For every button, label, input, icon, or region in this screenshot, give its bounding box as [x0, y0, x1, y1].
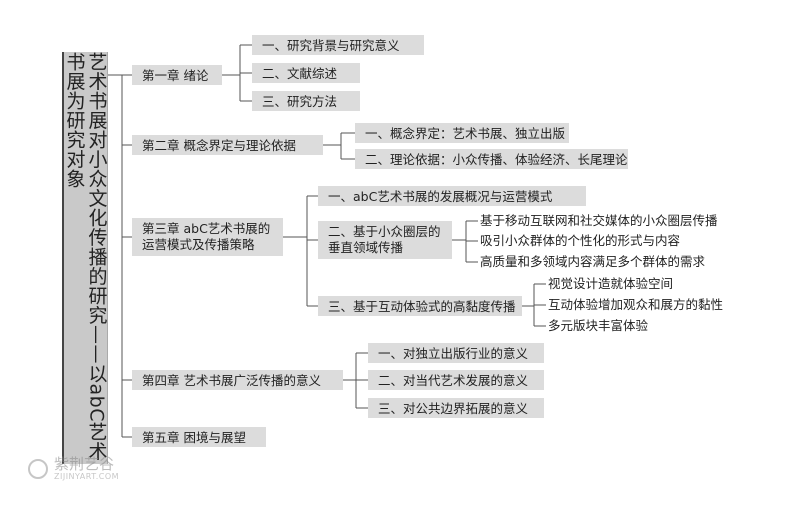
chapter-3-section-3-item-3: 多元版块丰富体验 [548, 318, 649, 333]
chapter-4-section-2: 二、对当代艺术发展的意义 [368, 370, 544, 390]
chapter-1-section-2: 二、文献综述 [252, 63, 360, 83]
chapter-3-section-1: 一、abC艺术书展的发展概况与运营模式 [318, 186, 586, 206]
chapter-4-node: 第四章 艺术书展广泛传播的意义 [132, 370, 343, 390]
chapter-5-node: 第五章 困境与展望 [132, 427, 266, 447]
chapter-3-section-2-item-3: 高质量和多领域内容满足多个群体的需求 [480, 254, 706, 269]
watermark-name: 紫荆艺谷 [54, 455, 115, 473]
chapter-3-node: 第三章 abC艺术书展的运营模式及传播策略 [132, 218, 283, 256]
chapter-4-section-1: 一、对独立出版行业的意义 [368, 343, 544, 363]
chapter-3-section-2-item-2: 吸引小众群体的个性化的形式与内容 [480, 233, 681, 248]
chapter-2-node: 第二章 概念界定与理论依据 [132, 135, 323, 155]
chapter-3-section-3-item-1: 视觉设计造就体验空间 [548, 276, 674, 291]
chapter-2-section-2: 二、理论依据：小众传播、体验经济、长尾理论 [355, 149, 628, 169]
root-title-box: 艺术书展对小众文化传播的研究——以abC艺术书展为研究对象 [62, 52, 108, 464]
chapter-3-section-3-item-2: 互动体验增加观众和展方的黏性 [548, 297, 724, 312]
chapter-3-section-2-item-1: 基于移动互联网和社交媒体的小众圈层传播 [480, 213, 718, 228]
watermark-logo-icon [28, 459, 48, 479]
watermark: 紫荆艺谷 ZIJINYART.COM [28, 456, 119, 482]
watermark-url: ZIJINYART.COM [54, 472, 120, 481]
chapter-3-section-3: 三、基于互动体验式的高黏度传播 [318, 296, 522, 316]
chapter-3-section-2: 二、基于小众圈层的垂直领域传播 [318, 221, 452, 259]
chapter-2-section-1: 一、概念界定：艺术书展、独立出版 [355, 123, 569, 143]
root-title: 艺术书展对小众文化传播的研究——以abC艺术书展为研究对象 [63, 52, 108, 461]
chapter-1-section-3: 三、研究方法 [252, 91, 360, 111]
chapter-1-section-1: 一、研究背景与研究意义 [252, 35, 424, 55]
chapter-1-node: 第一章 绪论 [132, 65, 222, 85]
chapter-4-section-3: 三、对公共边界拓展的意义 [368, 398, 544, 418]
